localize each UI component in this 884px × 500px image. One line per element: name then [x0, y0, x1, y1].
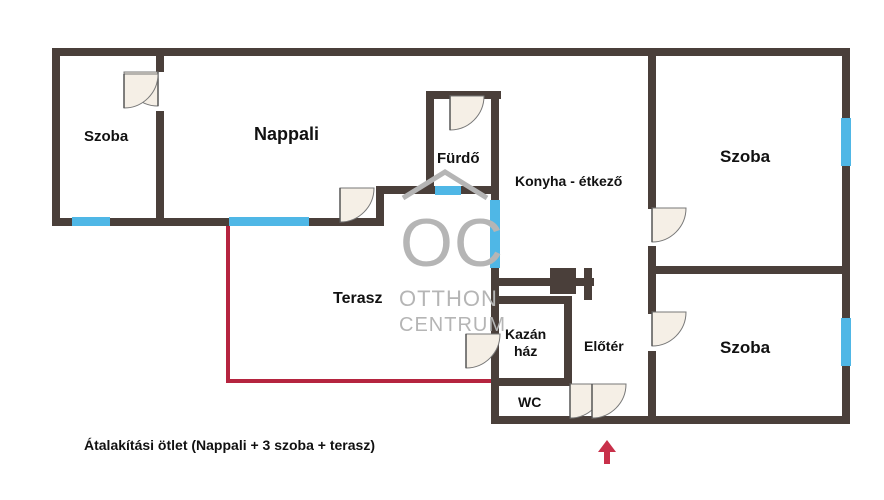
room-label-wc: WC — [518, 394, 541, 410]
otthon-centrum-watermark: OC OTTHON CENTRUM — [399, 169, 506, 336]
room-label-kazan-2: ház — [514, 343, 537, 359]
watermark-line2: CENTRUM — [399, 314, 506, 336]
window-icon — [72, 118, 851, 366]
room-label-furdo: Fürdő — [437, 150, 480, 167]
room-label-szoba-bottom-right: Szoba — [720, 338, 771, 357]
room-label-terasz: Terasz — [333, 290, 383, 307]
room-label-konyha: Konyha - étkező — [515, 173, 622, 189]
terrace-outline — [226, 222, 495, 383]
room-label-eloter: Előtér — [584, 338, 624, 354]
watermark-logo: OC — [400, 205, 504, 281]
chimney-corner — [584, 268, 592, 300]
room-label-nappali: Nappali — [254, 124, 319, 144]
room-label-szoba-top-right: Szoba — [720, 147, 771, 166]
room-label-kazan-1: Kazán — [505, 326, 546, 342]
chimney — [550, 268, 576, 294]
caption: Átalakítási ötlet (Nappali + 3 szoba + t… — [84, 437, 375, 453]
watermark-line1: OTTHON — [399, 286, 498, 311]
room-label-szoba-left: Szoba — [84, 128, 129, 145]
up-arrow-icon — [598, 440, 616, 464]
